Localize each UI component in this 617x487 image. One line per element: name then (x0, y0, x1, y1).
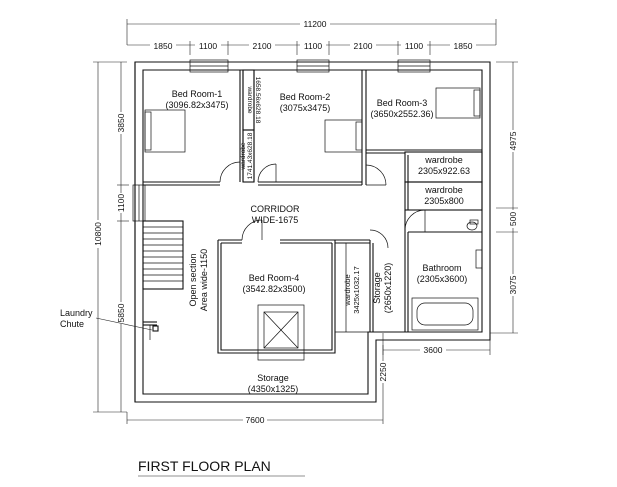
left-segment-dimensions: 3850 1100 5850 (116, 62, 129, 412)
room-label-bed1: Bed Room-1 (3096.82x3475) (165, 89, 228, 110)
right-dim-2: 500 (508, 212, 518, 226)
bottom-right-dim-label: 3600 (424, 345, 443, 355)
step-vertical-dimension: 2250 (378, 333, 389, 412)
bathroom-size: (2305x3600) (417, 274, 468, 284)
open-section-size: Area wide-1150 (199, 249, 209, 311)
center-wardrobes (242, 69, 255, 183)
top-dim-3: 2100 (253, 41, 272, 51)
bed2-size: (3075x3475) (280, 103, 331, 113)
room-label-bed4: Bed Room-4 (3542.82x3500) (242, 273, 305, 294)
bottom-left-dimension: 7600 (126, 412, 384, 425)
storage-side-size: (2650x1220) (383, 263, 393, 314)
room-label-wardrobe-r1: wardrobe 2305x922.63 (418, 155, 470, 176)
left-dim-3: 5850 (116, 303, 126, 322)
storage-side-name: Storage (372, 272, 382, 304)
left-overall-label: 10800 (93, 222, 103, 246)
storage-bottom-name: Storage (257, 373, 289, 383)
wardrobe-r1-name: wardrobe (424, 155, 463, 165)
top-dim-2: 1100 (199, 41, 218, 51)
bed2-name: Bed Room-2 (280, 92, 331, 102)
bed3-name: Bed Room-3 (377, 98, 428, 108)
overall-width-label: 11200 (303, 19, 326, 29)
laundry-line1: Laundry (60, 308, 93, 318)
top-overall-dimension: 11200 (126, 18, 497, 45)
left-overall-dimension: 10800 (93, 61, 127, 413)
room-label-wardrobe-b4: wardrobe 3425x1032.17 (343, 266, 361, 314)
wardrobe-b4-size: 3425x1032.17 (352, 266, 361, 314)
laundry-line2: Chute (60, 319, 84, 329)
room-label-storage-side: Storage (2650x1220) (372, 263, 393, 314)
top-segment-dimensions: 1850 1100 2100 1100 2100 1100 1850 (127, 40, 496, 55)
top-dim-6: 1100 (405, 41, 424, 51)
laundry-chute-label: Laundry Chute (60, 308, 153, 331)
right-segment-dimensions: 4975 500 3075 (490, 61, 519, 334)
bed3-size: (3650x2552.36) (370, 109, 433, 119)
wardrobe-r2-name: wardrobe (424, 185, 463, 195)
bottom-left-dim-label: 7600 (246, 415, 265, 425)
open-section-name: Open section (188, 253, 198, 306)
bathroom-fixtures (411, 219, 483, 331)
room-label-corridor: CORRIDOR WIDE-1675 (251, 204, 300, 225)
top-dim-1: 1850 (154, 41, 173, 51)
left-window (132, 184, 146, 222)
room-label-storage-bottom: Storage (4350x1325) (248, 373, 299, 394)
room-label-wardrobe-r2: wardrobe 2305x800 (424, 185, 464, 206)
room-label-bed2: Bed Room-2 (3075x3475) (280, 92, 331, 113)
wardrobe-c1-size: 1658.56x628.18 (254, 77, 261, 124)
wardrobe-r2-size: 2305x800 (424, 196, 464, 206)
room-label-open-section: Open section Area wide-1150 (188, 249, 209, 311)
corridor-size: WIDE-1675 (252, 215, 299, 225)
wardrobe-c1-name: wardrobe (246, 85, 253, 113)
room-label-bathroom: Bathroom (2305x3600) (417, 263, 468, 284)
right-dim-1: 4975 (508, 131, 518, 150)
bottom-right-dimension: 3600 (382, 340, 491, 355)
step-dim-label: 2250 (378, 362, 388, 381)
storage-bottom-size: (4350x1325) (248, 384, 299, 394)
plan-title: FIRST FLOOR PLAN (138, 458, 271, 474)
bed-icons (144, 87, 481, 361)
right-dim-3: 3075 (508, 275, 518, 294)
bed1-name: Bed Room-1 (172, 89, 223, 99)
wardrobe-c2-size: 1741.43x628.18 (247, 132, 254, 179)
room-label-bed3: Bed Room-3 (3650x2552.36) (370, 98, 433, 119)
left-dim-2: 1100 (116, 194, 126, 213)
top-dim-5: 2100 (354, 41, 373, 51)
left-dim-1: 3850 (116, 113, 126, 132)
room-label-wardrobe-c2: wardrobe 1741.43x628.18 (240, 132, 254, 179)
top-windows (189, 59, 431, 73)
wardrobe-b4-name: wardrobe (343, 274, 352, 306)
bed4-size: (3542.82x3500) (242, 284, 305, 294)
top-dim-7: 1850 (454, 41, 473, 51)
doors (219, 161, 426, 249)
corridor-name: CORRIDOR (251, 204, 300, 214)
room-label-wardrobe-c1: wardrobe 1658.56x628.18 (246, 77, 261, 124)
bathroom-name: Bathroom (422, 263, 461, 273)
bed1-size: (3096.82x3475) (165, 100, 228, 110)
wardrobe-c2-name: wardrobe (240, 142, 247, 170)
top-dim-4: 1100 (304, 41, 323, 51)
wardrobe-r1-size: 2305x922.63 (418, 166, 470, 176)
bed4-name: Bed Room-4 (249, 273, 300, 283)
interior-walls (142, 70, 483, 354)
